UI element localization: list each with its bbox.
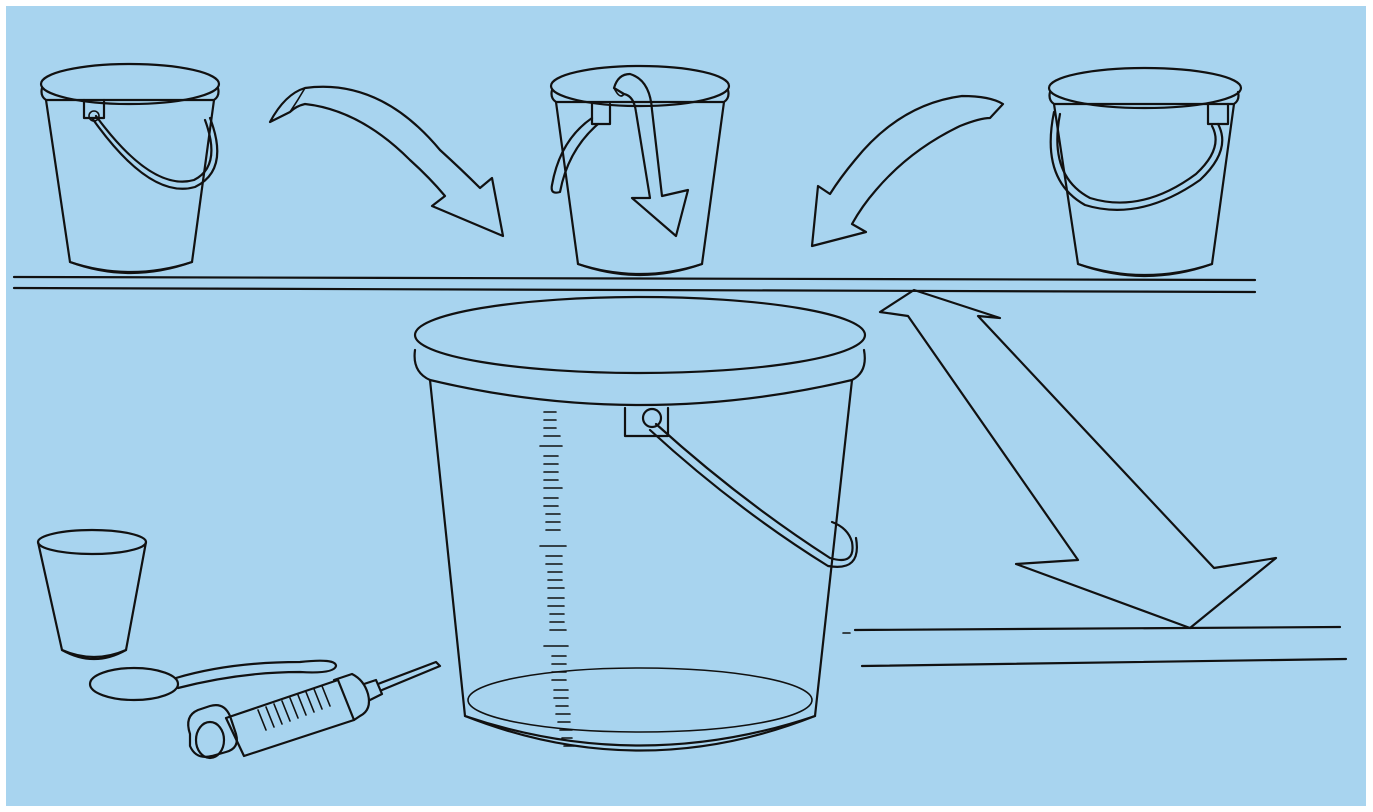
illustration-canvas <box>0 0 1373 812</box>
illustration-scene <box>0 0 1373 812</box>
